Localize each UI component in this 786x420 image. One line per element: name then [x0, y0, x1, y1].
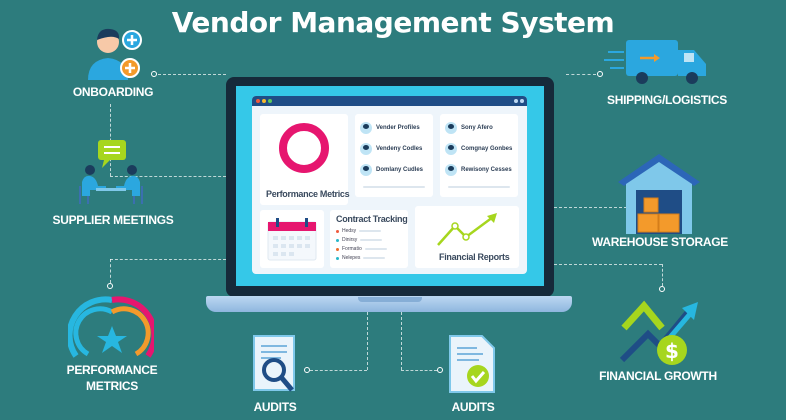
profile-row[interactable]: Vendeny Codles: [360, 141, 422, 157]
calendar-icon: [267, 218, 317, 261]
connector: [310, 370, 367, 371]
performance-label-line2: METRICS: [86, 379, 138, 393]
divider: [363, 186, 425, 188]
page-title: Vendor Management System: [171, 6, 615, 39]
profile-row[interactable]: Domlany Cudles: [360, 162, 423, 178]
warehouse-storage-label: WAREHOUSE STORAGE: [591, 235, 729, 249]
profile-name: Rewisony Cesses: [461, 167, 512, 173]
company-profiles-card[interactable]: Sony Afero Comgnay Gonbes Rewisony Cesse…: [440, 114, 518, 197]
connector-node: [151, 71, 157, 77]
laptop-notch: [358, 297, 422, 302]
profile-row[interactable]: Vender Profiles: [360, 120, 420, 136]
profile-name: Vendeny Codles: [376, 146, 423, 152]
shipping-logistics-label: SHIPPING/LOGISTICS: [607, 93, 727, 107]
onboarding-person-icon: [88, 28, 142, 80]
calendar-card[interactable]: [260, 210, 324, 268]
dashboard-window: Performance Metrics Vender Profiles Vend…: [252, 96, 527, 274]
financial-reports-card[interactable]: Financial Reports: [415, 206, 519, 268]
contract-tracking-card[interactable]: Contract Tracking Hedsy Dinirsy Formatio…: [330, 210, 408, 268]
vendor-profiles-card[interactable]: Vender Profiles Vendeny Codles Domlany C…: [355, 114, 433, 197]
menu-dot-icon[interactable]: [514, 99, 518, 103]
contract-item[interactable]: Hedsy: [336, 228, 382, 234]
contract-item[interactable]: Formatio: [336, 246, 387, 252]
supplier-meeting-icon: [79, 140, 143, 204]
contract-item[interactable]: Dinirsy: [336, 237, 383, 243]
divider: [448, 186, 510, 188]
connector-node: [107, 283, 113, 289]
window-titlebar: [252, 96, 527, 106]
audit-magnifier-icon: [253, 335, 295, 392]
supplier-meetings-label: SUPPLIER MEETINGS: [52, 213, 174, 227]
avatar: [360, 143, 372, 155]
warehouse-icon: [618, 154, 700, 234]
avatar: [360, 164, 372, 176]
audit-checklist-icon: [449, 335, 495, 393]
contract-item[interactable]: Nelepes: [336, 255, 386, 261]
financial-growth-label: FINANCIAL GROWTH: [599, 369, 717, 383]
avatar: [445, 164, 457, 176]
financial-growth-icon: $: [619, 300, 698, 365]
svg-text:$: $: [665, 339, 679, 363]
connector: [401, 370, 437, 371]
status-dot-icon: [336, 238, 339, 242]
trend-line-icon: [437, 213, 497, 246]
donut-chart-icon: [279, 123, 329, 173]
connector: [367, 312, 368, 370]
connector: [110, 259, 226, 260]
avatar: [445, 143, 457, 155]
profile-row[interactable]: Sony Afero: [445, 120, 493, 136]
contract-tracking-title: Contract Tracking: [336, 214, 408, 224]
profile-name: Vender Profiles: [376, 125, 420, 131]
profile-name: Sony Afero: [461, 125, 493, 131]
connector-node: [437, 367, 443, 373]
connector: [110, 259, 111, 283]
audits-left-label: AUDITS: [253, 400, 297, 414]
status-dot-icon: [336, 247, 339, 251]
audits-right-label: AUDITS: [451, 400, 495, 414]
connector: [554, 207, 662, 208]
laptop-base: [206, 296, 572, 312]
minimize-dot-icon[interactable]: [262, 99, 266, 103]
connector-node: [659, 286, 665, 292]
status-dot-icon: [336, 256, 339, 260]
avatar: [360, 122, 372, 134]
contract-item-label: Nelepes: [342, 255, 361, 261]
menu-dot-icon[interactable]: [520, 99, 524, 103]
maximize-dot-icon[interactable]: [268, 99, 272, 103]
connector-node: [597, 71, 603, 77]
performance-metrics-card[interactable]: Performance Metrics: [260, 114, 350, 205]
financial-reports-title: Financial Reports: [439, 252, 510, 262]
onboarding-label: ONBOARDING: [72, 85, 154, 99]
profile-name: Comgnay Gonbes: [461, 146, 513, 152]
close-dot-icon[interactable]: [256, 99, 260, 103]
connector: [110, 176, 226, 177]
contract-item-label: Dinirsy: [342, 237, 358, 243]
connector: [554, 264, 662, 265]
connector: [662, 264, 663, 286]
connector: [158, 74, 226, 75]
connector-node: [304, 367, 310, 373]
profile-name: Domlany Cudles: [376, 167, 424, 173]
connector: [566, 74, 596, 75]
connector: [401, 312, 402, 370]
contract-item-label: Hedsy: [342, 228, 357, 234]
avatar: [445, 122, 457, 134]
performance-gauge-icon: [68, 296, 154, 358]
performance-metrics-title: Performance Metrics: [266, 189, 350, 199]
performance-label-line1: PERFORMANCE: [66, 363, 158, 377]
contract-item-label: Formatio: [342, 246, 362, 252]
status-dot-icon: [336, 229, 339, 233]
profile-row[interactable]: Comgnay Gonbes: [445, 141, 512, 157]
profile-row[interactable]: Rewisony Cesses: [445, 162, 512, 178]
delivery-truck-icon: [604, 40, 706, 84]
